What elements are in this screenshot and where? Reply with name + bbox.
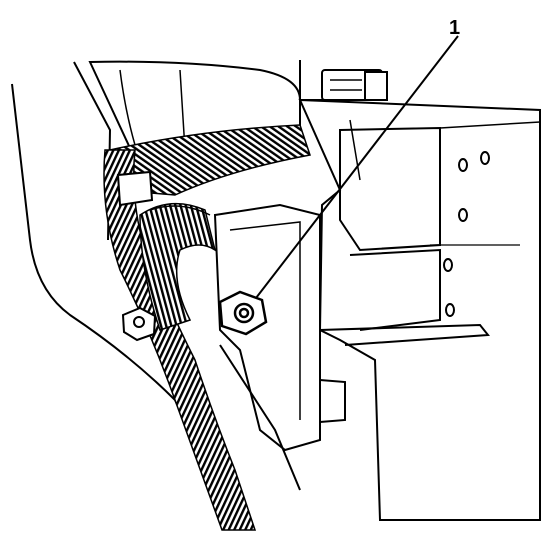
panel-holes <box>443 151 490 317</box>
harness-sleeve <box>116 170 154 207</box>
callout-number-1: 1 <box>449 17 461 39</box>
ground-nut-left <box>121 306 157 342</box>
ground-nut-callout <box>218 290 268 336</box>
frame-bracket <box>298 98 541 521</box>
harness-mid <box>139 202 217 331</box>
upper-bolt <box>321 69 388 101</box>
harness-upper <box>109 124 311 196</box>
callout-leader-line <box>255 35 459 299</box>
center-bracket <box>213 203 346 491</box>
